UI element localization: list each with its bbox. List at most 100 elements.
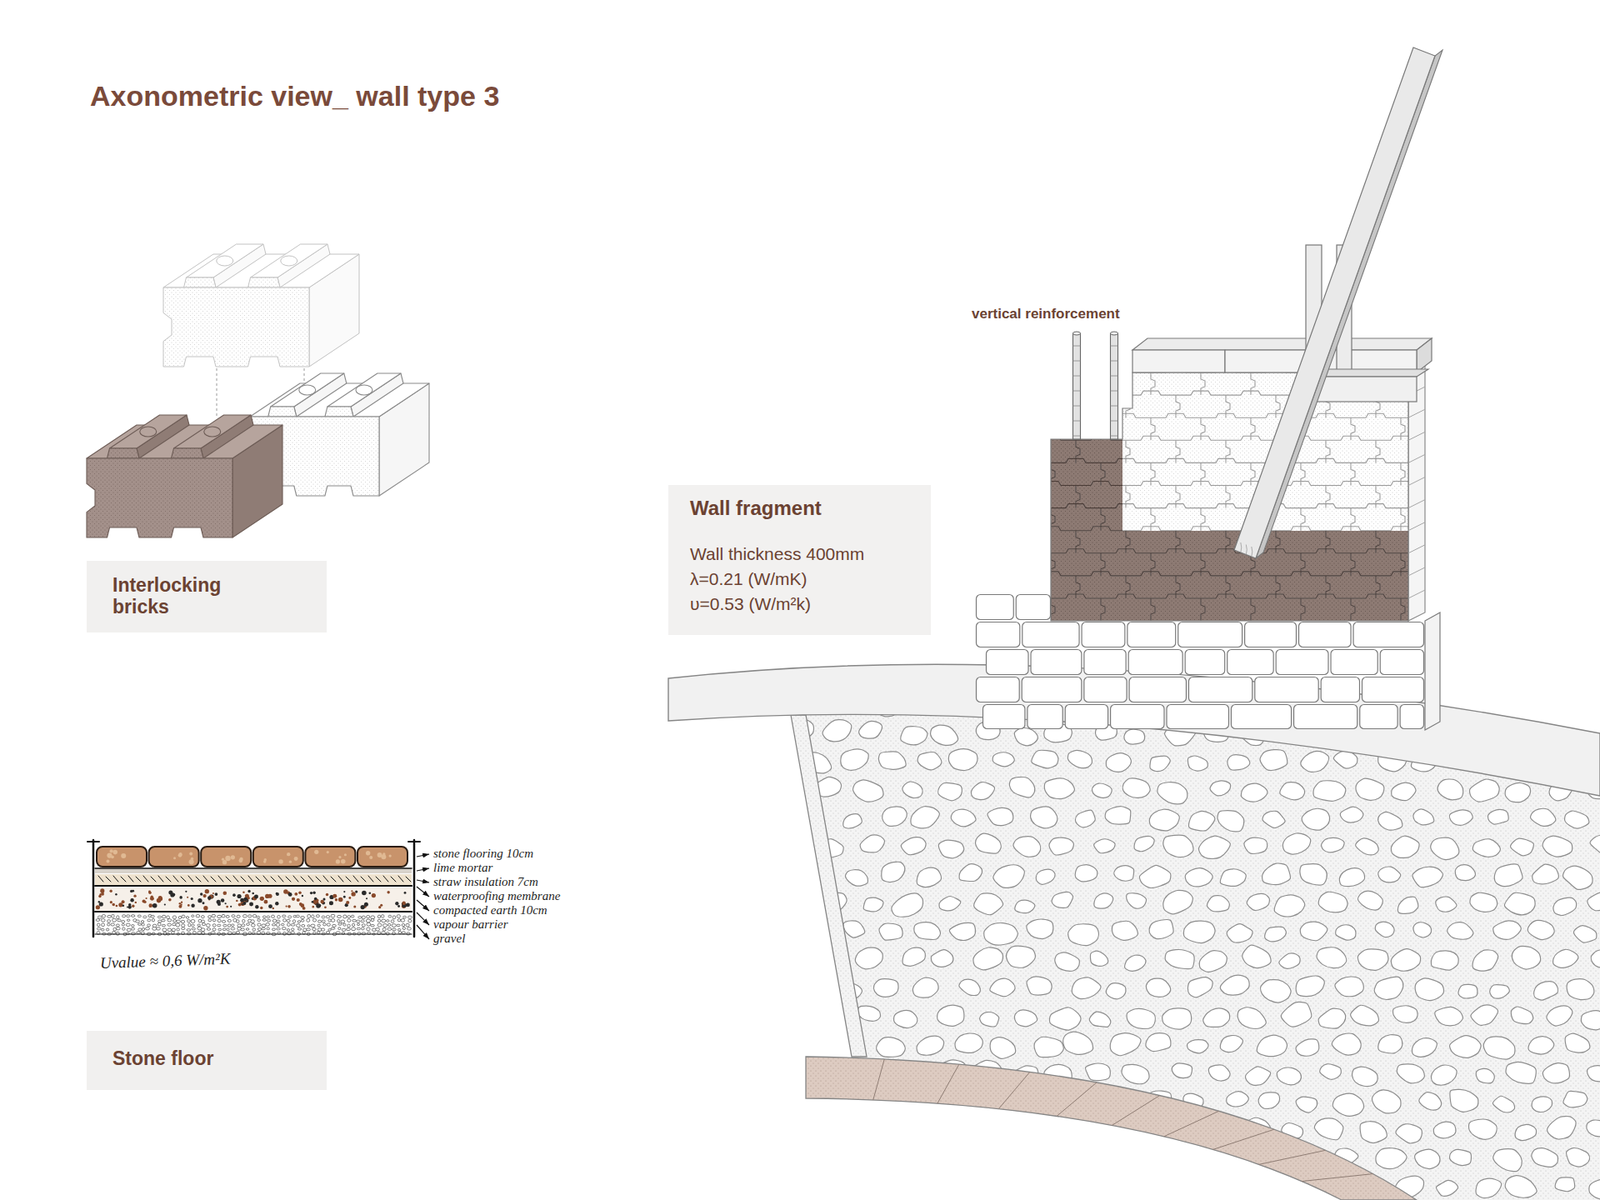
gravel-stone — [172, 915, 177, 920]
cobblestone — [860, 835, 885, 853]
layer-note: waterproofing membrane — [433, 889, 560, 904]
earth-grain — [312, 891, 315, 895]
brick-joint — [1025, 485, 1030, 509]
cobblestone — [1511, 945, 1540, 970]
cobblestone — [900, 837, 926, 855]
brick-joint — [1425, 530, 1430, 554]
straw-fibre — [330, 876, 336, 882]
cobblestone — [1199, 835, 1231, 859]
gravel-stone — [257, 919, 261, 922]
side-joint — [1408, 454, 1425, 463]
cobblestone — [775, 1175, 804, 1195]
cobblestone — [1395, 1124, 1422, 1144]
gravel-stone — [163, 931, 167, 935]
slab-speck — [239, 857, 243, 861]
earth-grain — [95, 905, 100, 910]
brick-joint — [1225, 440, 1230, 463]
straw-fibre — [338, 875, 344, 882]
brick-joint — [1200, 553, 1205, 576]
brick-joint — [1200, 372, 1205, 395]
cobblestone — [1262, 863, 1291, 885]
gravel-stone — [375, 927, 380, 931]
earth-grain — [128, 903, 131, 906]
cobblestone — [1455, 865, 1475, 881]
cobblestone — [801, 925, 825, 941]
cobblestone — [1258, 1092, 1280, 1110]
cobblestone — [975, 833, 1002, 854]
cobblestone — [764, 865, 789, 882]
cobblestone — [1390, 835, 1420, 858]
cobblestone — [1111, 920, 1138, 940]
gravel-stone — [321, 928, 325, 931]
brick-joint — [1050, 372, 1055, 395]
gravel-stone — [151, 918, 155, 922]
gravel-stone — [105, 928, 109, 931]
brick-joint — [1400, 417, 1405, 440]
gravel-stone — [312, 927, 317, 930]
brick-joint — [1125, 485, 1130, 509]
gravel-stone — [166, 915, 170, 920]
plinth-stone — [1065, 705, 1108, 730]
plinth-stone — [1030, 650, 1082, 675]
slab-speck — [110, 849, 114, 853]
gravel-stone — [287, 915, 291, 919]
straw-fibre — [195, 876, 201, 882]
brick-joint — [1400, 553, 1405, 576]
plinth-stone — [1129, 677, 1186, 703]
gravel-stone — [347, 924, 350, 928]
slab-speck — [106, 852, 112, 858]
earth-grain — [217, 902, 221, 906]
brick-joint — [1275, 395, 1280, 418]
brick-joint — [1025, 530, 1030, 554]
cobblestone — [1398, 896, 1419, 914]
cobblestone — [1566, 1147, 1590, 1167]
slab-speck — [294, 856, 299, 861]
gravel-stone — [330, 927, 335, 930]
gravel-stone — [392, 915, 396, 920]
brick-joint — [1150, 508, 1155, 531]
brick-joint — [1100, 598, 1105, 621]
brick-joint — [1350, 553, 1355, 576]
cobblestone — [1067, 750, 1092, 769]
slab-speck — [189, 852, 193, 856]
gravel-stone — [347, 919, 351, 923]
rebar-rib — [1110, 360, 1119, 362]
gravel-stone — [217, 915, 222, 918]
gravel-stone — [271, 924, 275, 926]
cobblestone — [993, 865, 1025, 888]
gravel-stone — [276, 927, 281, 930]
cobblestone — [1318, 1008, 1346, 1029]
leader-arrows — [416, 854, 430, 940]
cobblestone — [855, 947, 883, 970]
slab-speck — [340, 859, 346, 865]
brick-joint — [1250, 372, 1255, 395]
brick-joint — [1000, 417, 1005, 440]
earth-grain — [298, 890, 302, 895]
gravel-stone — [97, 915, 102, 919]
earth-grain — [131, 905, 135, 908]
gravel-stone — [186, 929, 191, 932]
brick-joint — [1000, 372, 1005, 395]
key-top — [110, 415, 188, 449]
layer-note: stone flooring 10cm — [433, 846, 534, 861]
gravel-stone — [113, 927, 117, 931]
gravel-stone — [286, 929, 290, 932]
brick-joint — [1225, 485, 1230, 509]
cobblestone — [934, 1119, 955, 1135]
cobblestone — [1524, 697, 1550, 717]
earth-grain — [148, 890, 151, 894]
cobblestone — [896, 1119, 925, 1141]
layer-note: lime mortar — [433, 860, 493, 875]
brick-joint — [1075, 575, 1080, 599]
cobblestone — [1126, 1009, 1155, 1030]
gravel-stone — [246, 923, 250, 926]
plinth-stone — [1245, 622, 1297, 648]
cobblestone — [959, 979, 981, 995]
gravel-stone — [390, 920, 395, 923]
floor-ground — [790, 714, 1600, 1200]
cobblestone — [1226, 924, 1253, 943]
gravel-stone — [141, 927, 145, 930]
cobblestone — [1375, 921, 1395, 937]
gravel-stone — [197, 924, 200, 927]
gravel-stone — [407, 927, 412, 930]
